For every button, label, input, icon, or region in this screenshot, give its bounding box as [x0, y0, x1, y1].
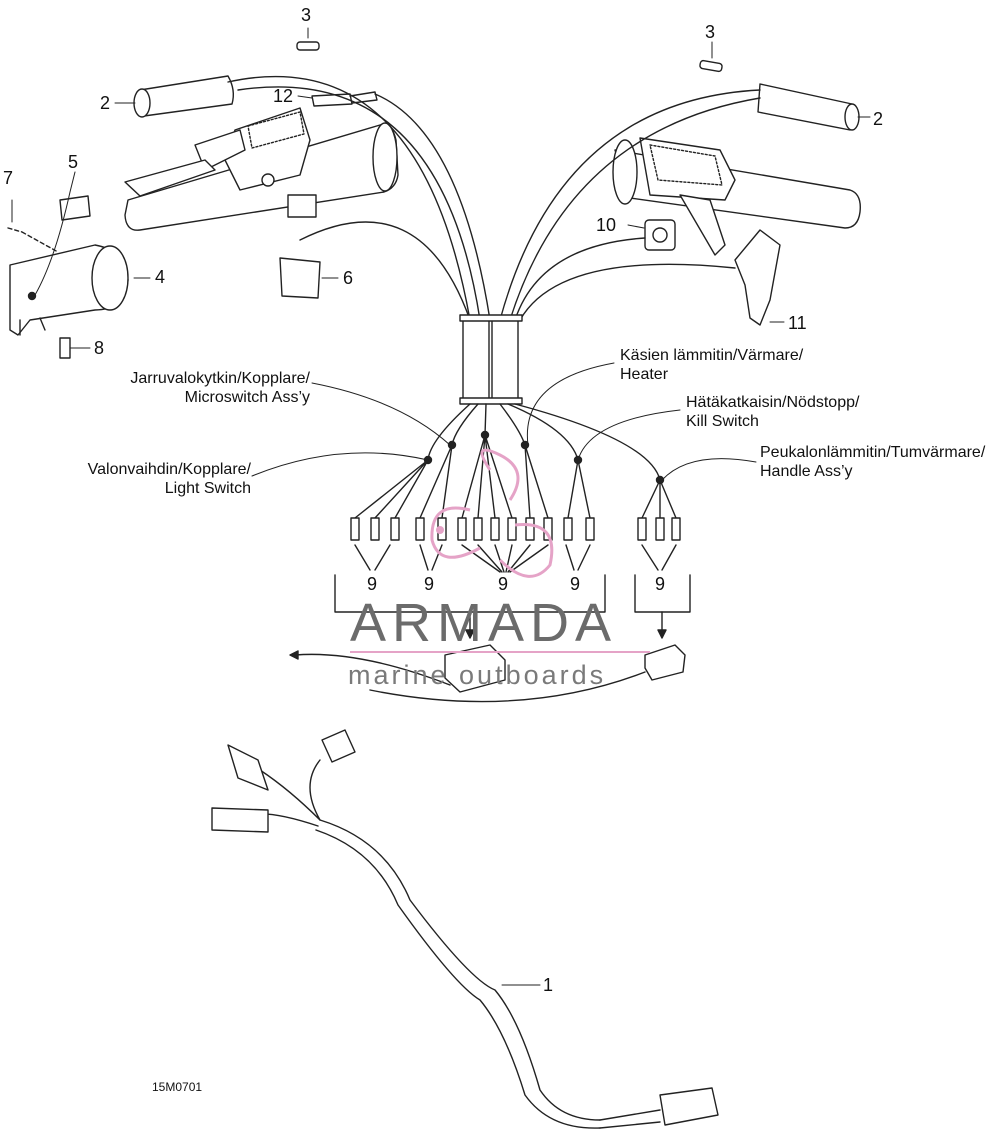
watermark-tagline: marine outboards — [348, 660, 607, 690]
callout-12: 12 — [273, 86, 294, 106]
pin-left — [296, 41, 320, 51]
housing-part — [9, 244, 129, 336]
label-handle-assy-line2: Handle Ass’y — [760, 463, 853, 480]
connector-housing-right — [644, 644, 686, 681]
grip-left — [133, 75, 235, 118]
lever-part — [734, 229, 781, 326]
callout-3-right: 3 — [705, 22, 716, 42]
grip-right — [757, 83, 860, 131]
callout-arrows-9 — [354, 544, 677, 573]
wire-bundle — [227, 75, 761, 519]
label-kill-switch-line2: Kill Switch — [686, 413, 759, 430]
main-harness — [211, 729, 719, 1129]
leader-lines — [11, 27, 871, 986]
callout-5: 5 — [68, 152, 79, 172]
callout-1: 1 — [543, 975, 554, 995]
kill-switch-part — [644, 219, 676, 251]
callout-9-a: 9 — [367, 574, 378, 594]
callout-9-b: 9 — [424, 574, 435, 594]
label-microswitch: Jarruvalokytkin/Kopplare/ Microswitch As… — [110, 369, 310, 407]
label-heater-line1: Käsien lämmitin/Värmare/ — [620, 347, 804, 364]
callout-9-e: 9 — [655, 574, 666, 594]
callout-7: 7 — [3, 168, 14, 188]
callout-4: 4 — [155, 267, 166, 287]
watermark-logo-icon — [350, 448, 650, 653]
return-arrow-right — [369, 671, 646, 703]
pin-right — [699, 59, 723, 73]
terminals — [350, 517, 681, 541]
callout-2-right: 2 — [873, 109, 884, 129]
label-kill-switch: Hätäkatkaisin/Nödstopp/ Kill Switch — [686, 393, 859, 431]
label-heater: Käsien lämmitin/Värmare/ Heater — [620, 346, 803, 384]
handlebar-right — [612, 137, 861, 256]
label-heater-line2: Heater — [620, 366, 669, 383]
callout-8: 8 — [94, 338, 105, 358]
callout-10: 10 — [596, 215, 617, 235]
label-kill-switch-line1: Hätäkatkaisin/Nödstopp/ — [686, 394, 860, 411]
sensor-part — [311, 91, 378, 107]
label-microswitch-line2: Microswitch Ass’y — [184, 389, 310, 406]
return-arrow-left — [294, 653, 451, 686]
connector-housing-left — [444, 644, 506, 693]
callout-6: 6 — [343, 268, 354, 288]
label-microswitch-line1: Jarruvalokytkin/Kopplare/ — [130, 370, 310, 387]
callout-9-c: 9 — [498, 574, 509, 594]
screw-part — [7, 227, 59, 253]
watermark-brand: ARMADA — [350, 593, 618, 653]
callout-2-left: 2 — [100, 93, 111, 113]
switch-part — [279, 257, 321, 299]
label-light-switch: Valonvaihdin/Kopplare/ Light Switch — [60, 460, 251, 498]
drawing-code: 15M0701 — [152, 1080, 203, 1094]
set-screw-part — [59, 337, 71, 359]
callout-11: 11 — [788, 313, 807, 333]
left-switch-housing — [124, 107, 317, 218]
callout-9-d: 9 — [570, 574, 581, 594]
label-light-switch-line1: Valonvaihdin/Kopplare/ — [87, 461, 251, 478]
callout-3-left: 3 — [301, 5, 312, 25]
label-handle-assy: Peukalonlämmitin/Tumvärmare/ Handle Ass’… — [760, 443, 985, 481]
label-light-switch-line2: Light Switch — [164, 480, 251, 497]
label-handle-assy-line1: Peukalonlämmitin/Tumvärmare/ — [760, 444, 986, 461]
